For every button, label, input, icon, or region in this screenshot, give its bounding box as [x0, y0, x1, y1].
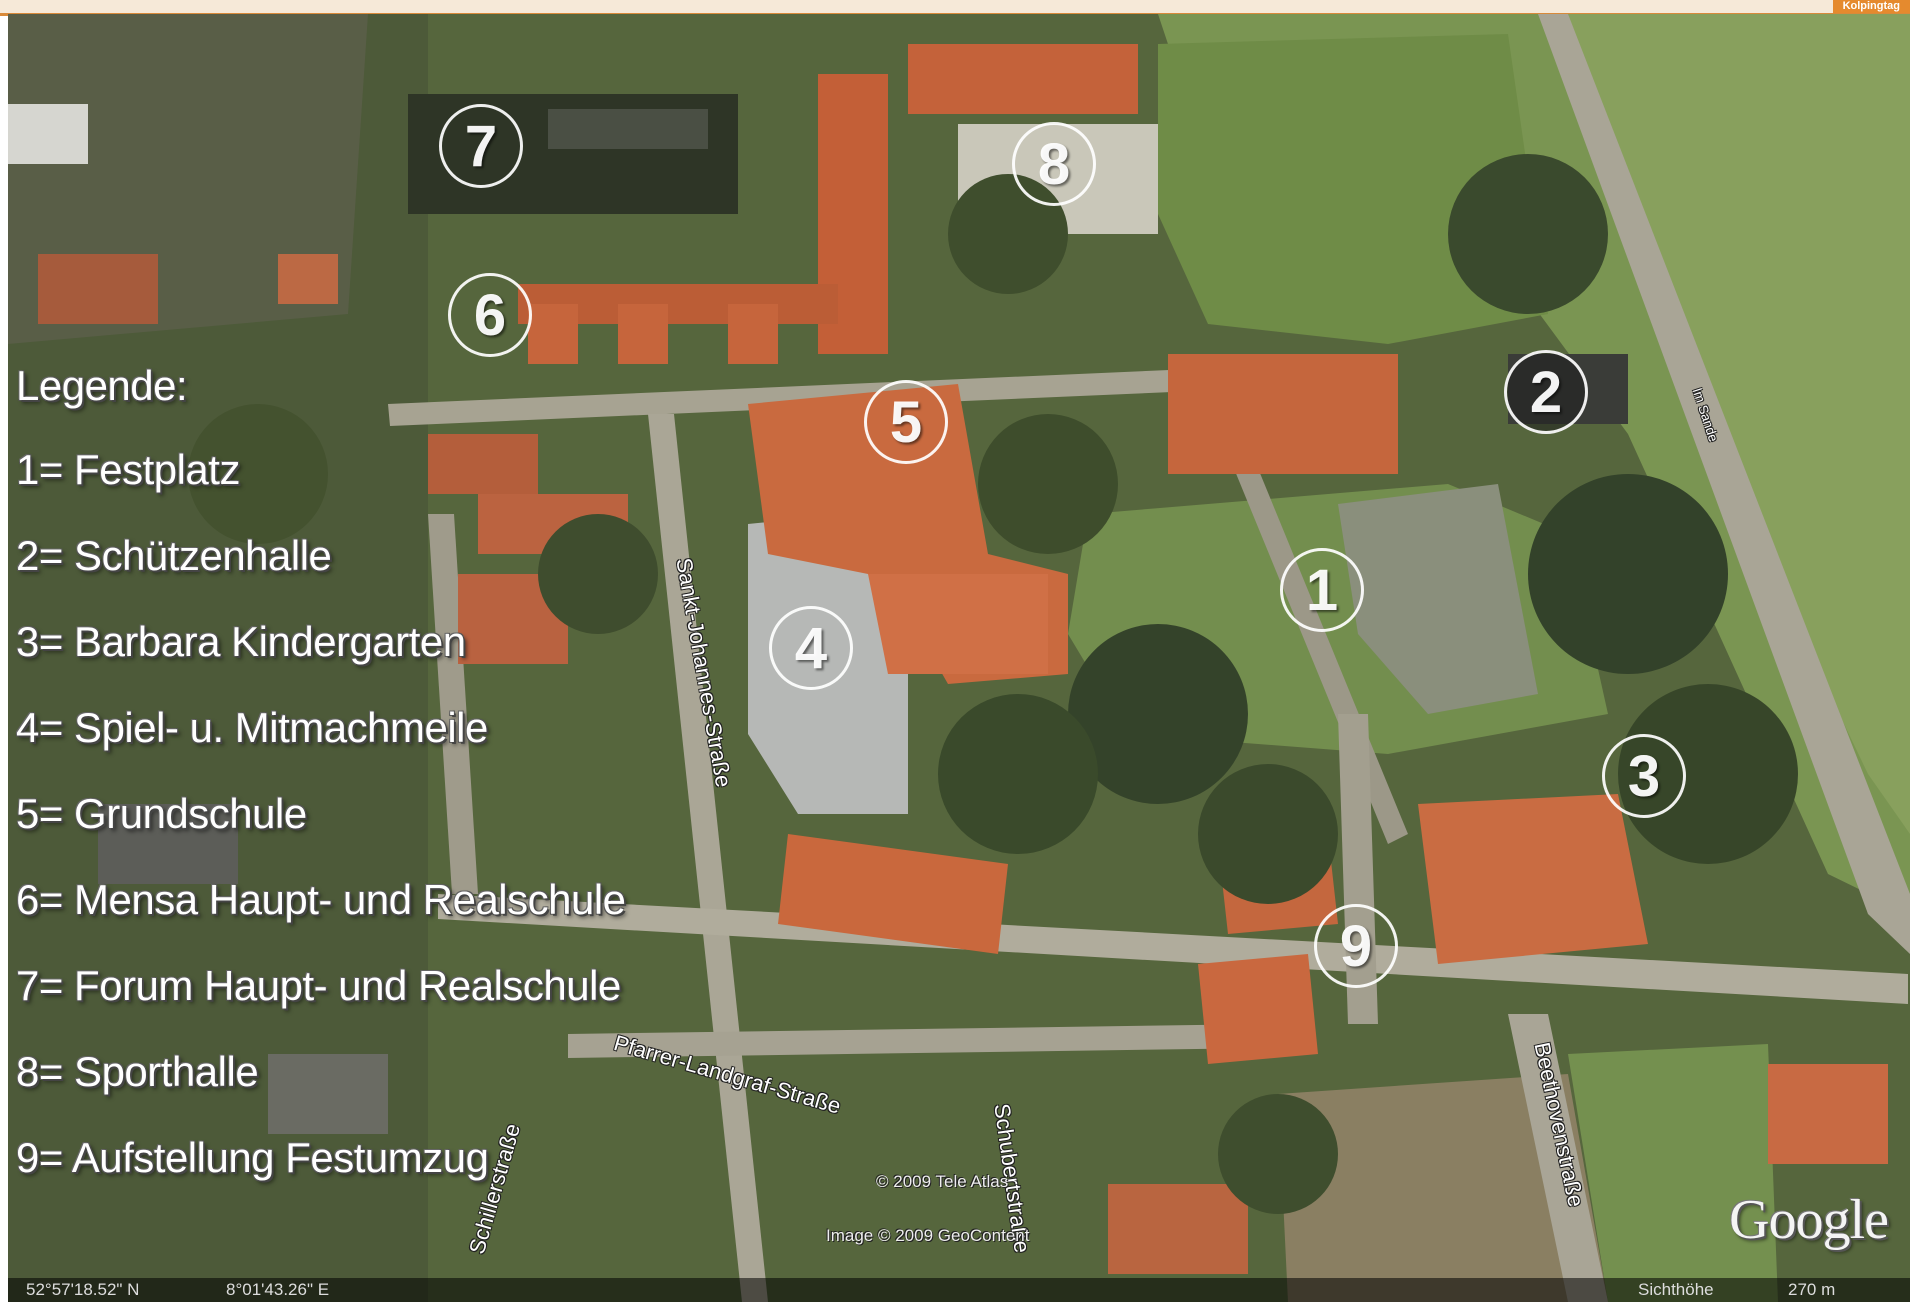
marker-spielmeile[interactable]: 4 [769, 606, 853, 690]
marker-sporthalle[interactable]: 8 [1012, 122, 1096, 206]
longitude-readout: 8°01'43.26" E [226, 1280, 330, 1299]
top-tag: Kolpingtag [1832, 0, 1910, 13]
legend-item-festplatz: 1= Festplatz [16, 446, 240, 493]
legend-item-forum: 7= Forum Haupt- und Realschule [16, 962, 621, 1009]
status-bar: 52°57'18.52" N 8°01'43.26" E Sichthöhe 2… [8, 1278, 1910, 1302]
legend-item-grundschule: 5= Grundschule [16, 790, 307, 837]
marker-forum[interactable]: 7 [439, 104, 523, 188]
legend-item-schuetzenhalle: 2= Schützenhalle [16, 532, 332, 579]
legend-item-sporthalle: 8= Sporthalle [16, 1048, 259, 1095]
legend-item-festumzug: 9= Aufstellung Festumzug [16, 1134, 489, 1181]
legend-item-spielmeile: 4= Spiel- u. Mitmachmeile [16, 704, 488, 751]
latitude-readout: 52°57'18.52" N [26, 1280, 140, 1299]
legend-item-mensa: 6= Mensa Haupt- und Realschule [16, 876, 626, 923]
tele-atlas-credit: © 2009 Tele Atlas [876, 1172, 1009, 1191]
marker-grundschule[interactable]: 5 [864, 380, 948, 464]
eye-altitude-value: 270 m [1788, 1280, 1836, 1299]
marker-kindergarten[interactable]: 3 [1602, 734, 1686, 818]
satellite-map[interactable]: 1 2 3 4 5 6 7 8 9 Sankt-Johannes-Straße … [8, 14, 1910, 1302]
google-logo: Google [1729, 1189, 1889, 1251]
legend-item-kindergarten: 3= Barbara Kindergarten [16, 618, 466, 665]
marker-schuetzenhalle[interactable]: 2 [1504, 350, 1588, 434]
imagery-credit: Image © 2009 GeoContent [826, 1226, 1030, 1245]
aerial-imagery [8, 14, 1910, 1302]
marker-mensa[interactable]: 6 [448, 273, 532, 357]
eye-altitude-label: Sichthöhe [1638, 1280, 1714, 1299]
marker-festumzug[interactable]: 9 [1314, 904, 1398, 988]
legend-title: Legende: [16, 362, 188, 409]
marker-festplatz[interactable]: 1 [1280, 548, 1364, 632]
